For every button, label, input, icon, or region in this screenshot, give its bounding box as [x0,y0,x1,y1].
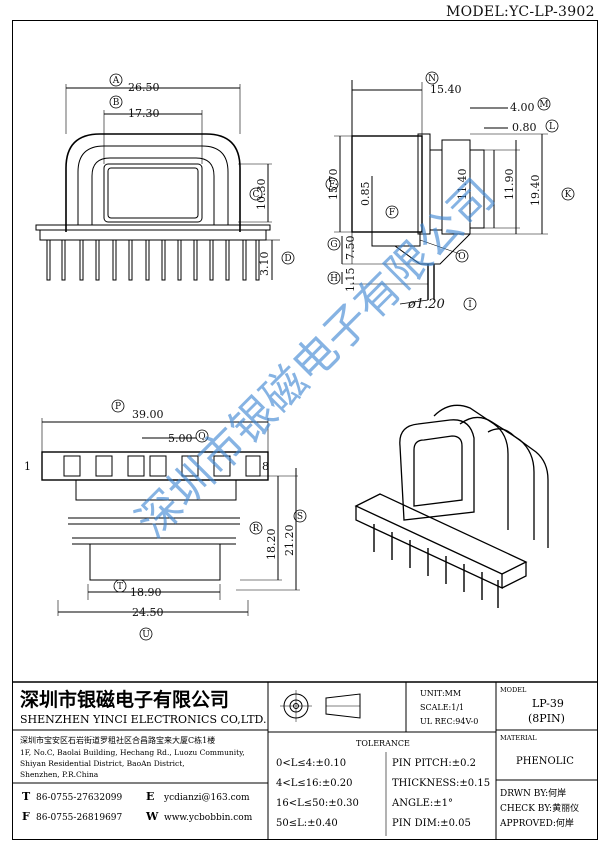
drawing-frame [12,20,598,840]
tolerance-2: 4<L≤16:±0.20 [276,778,353,789]
title-block-text: 深圳市银磁电子有限公司 SHENZHEN YINCI ELECTRONICS C… [20,686,579,829]
company-name-cn: 深圳市银磁电子有限公司 [20,688,229,711]
dim-side-j: 11.40 [456,169,469,201]
tag-l: L [549,122,555,132]
tolerance-3: 16<L≤50:±0.30 [276,798,359,809]
email-label: E [146,790,154,803]
tag-i: I [468,300,472,310]
tag-c: C [253,190,260,200]
dimension-labels: 26.50 17.30 10.30 3.10 15.40 4.00 0.80 1… [24,81,542,619]
scale: SCALE:1/1 [420,703,464,712]
pin-8-label: 8 [262,460,269,473]
angle: ANGLE:±1° [391,798,453,809]
address-en-2: Shiyan Residential District, BaoAn Distr… [20,759,185,768]
tag-s: S [297,512,303,522]
pin-dim: PIN DIM:±0.05 [392,818,471,829]
dim-side-i: ø1.20 [407,297,445,312]
checked-by: CHECK BY:黄丽仪 [500,802,579,814]
tag-h: H [330,274,338,284]
fax-number: 86-0755-26819697 [36,813,123,823]
dim-bottom-u: 24.50 [132,606,164,619]
model-value: LP-39 [532,697,564,710]
approved-by: APPROVED:何岸 [499,817,574,829]
tel-number: 86-0755-27632099 [36,793,123,803]
unit: UNIT:MM [420,689,461,698]
material-value: PHENOLIC [516,756,574,767]
drawn-by: DRWN BY:何岸 [500,787,566,799]
ul-rec: UL REC:94V-0 [420,717,478,726]
tag-t: T [117,582,123,592]
tolerance-1: 0<L≤4:±0.10 [276,758,346,769]
tag-o: O [458,252,465,262]
dim-side-e: 11.90 [503,169,516,201]
website: www.ycbobbin.com [164,813,253,823]
company-name-en: SHENZHEN YINCI ELECTRONICS CO,LTD. [20,713,266,726]
dim-top-b: 17.30 [128,107,160,120]
address-en-1: 1F, No.C, Baolai Building, Hechang Rd., … [20,748,245,757]
dim-bottom-r: 18.20 [265,529,278,561]
address-cn: 深圳市宝安区石岩街道罗租社区合昌路宝来大厦C栋1楼 [20,735,215,745]
address-en-3: Shenzhen, P.R.China [20,770,99,779]
tag-f: F [329,180,335,190]
pin-1-label: 1 [24,460,31,473]
tag-b: B [113,98,120,108]
dim-side-k: 19.40 [529,175,542,207]
dim-top-a: 26.50 [128,81,160,94]
dim-bottom-q: 5.00 [168,432,193,445]
dim-bottom-t: 18.90 [130,586,162,599]
model-label: MODEL [500,686,527,694]
dim-side-g: 7.50 [344,236,357,261]
web-label: W [145,810,159,823]
tag-letters: A B C D N M L F K F G O H I P Q R S T U [112,74,572,640]
tag-p: P [115,402,121,412]
tag-d: D [284,254,291,264]
bottom-view [41,418,300,616]
thickness: THICKNESS:±0.15 [392,778,490,789]
top-view [35,84,280,281]
tag-u: U [142,630,150,640]
side-view [334,80,548,305]
isometric-view [354,404,549,608]
title-block-grid [12,681,598,840]
watermark: 深圳市银磁电子有限公司 [127,169,505,547]
tag-r: R [253,524,260,534]
material-label: MATERIAL [500,734,537,742]
dim-bottom-p: 39.00 [132,408,164,421]
tag-a: A [112,76,120,86]
tolerance-title: TOLERANCE [356,739,410,748]
dim-side-h: 1.15 [344,268,357,293]
model-number: MODEL:YC-LP-3902 [446,4,595,20]
tag-q: Q [198,432,205,442]
dim-side-l: 0.80 [512,121,537,134]
dim-top-d: 3.10 [258,252,271,277]
tag-m: M [539,100,548,110]
tag-markers [109,71,575,641]
tag-n: N [428,74,436,84]
dim-side-f: 15.70 [327,169,340,201]
tag-f2: F [389,208,395,218]
model-pins: (8PIN) [528,712,565,725]
dim-bottom-s: 21.20 [283,525,296,557]
dim-top-c: 10.30 [255,179,268,211]
email-address: ycdianzi@163.com [163,793,250,803]
pin-pitch: PIN PITCH:±0.2 [392,758,476,769]
dim-side-n: 15.40 [430,83,462,96]
tag-g: G [330,240,337,250]
tag-k: K [565,190,572,200]
dim-side-f2: 0.85 [359,182,372,207]
tolerance-4: 50≤L:±0.40 [276,818,338,829]
fax-label: F [22,810,30,823]
dim-side-m: 4.00 [510,101,535,114]
tel-label: T [22,790,31,803]
